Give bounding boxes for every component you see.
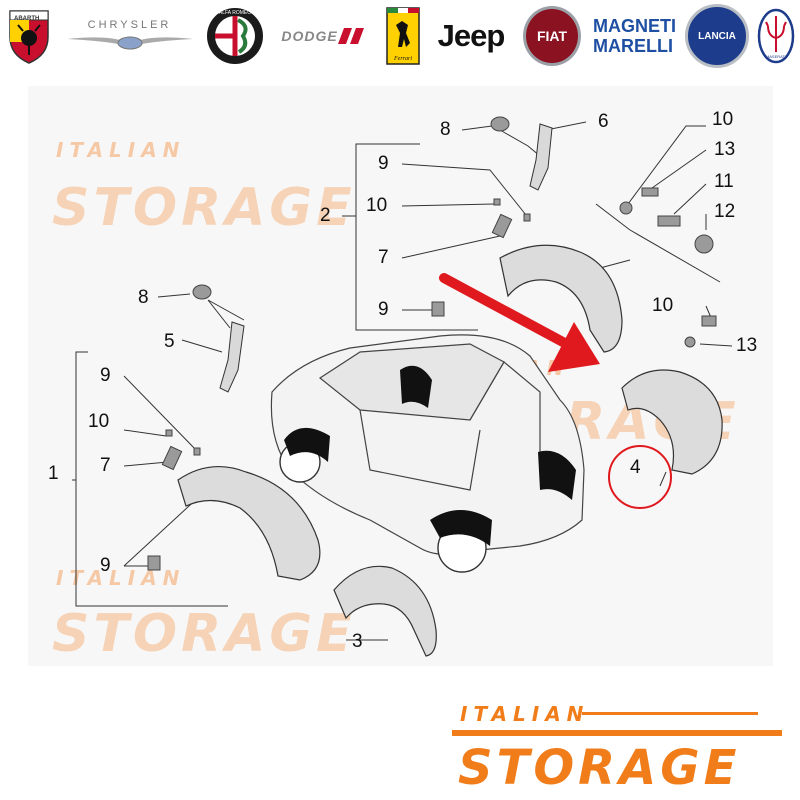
screw-10-lower-right	[701, 315, 717, 327]
lancia-logo: LANCIA	[684, 4, 750, 68]
screw-13-right	[641, 187, 659, 197]
maserati-trident-icon: MASERATI	[757, 8, 795, 64]
callout-1: 1	[48, 463, 59, 484]
jeep-logo: Jeep	[428, 6, 514, 66]
callout-10-right-top: 10	[712, 109, 734, 130]
callout-13-right-top: 13	[714, 139, 736, 160]
callout-7-group2: 7	[378, 247, 389, 268]
wheel-arch-liner-part-1	[177, 466, 321, 581]
callout-6: 6	[598, 111, 609, 132]
lancia-label: LANCIA	[698, 30, 736, 42]
svg-text:Ferrari: Ferrari	[393, 56, 412, 62]
footer-logo-line2: STORAGE	[458, 740, 741, 796]
fiat-label: FIAT	[536, 28, 568, 44]
brand-logo-strip: ABARTH CHRYSLER ALFA ROMEO DODGE	[0, 0, 800, 72]
nut-9-lower-group1	[147, 555, 161, 571]
wheel-arch-liner-part-3	[333, 565, 437, 657]
clip-8-top	[490, 116, 510, 132]
push-clip-12-right	[694, 234, 714, 254]
screw-10-group2	[493, 198, 501, 206]
nut-9-lower-group2	[431, 301, 445, 317]
dodge-stripes-icon	[337, 28, 364, 44]
watermark-bottom-line2: STORAGE	[52, 604, 356, 664]
svg-text:ALFA ROMEO: ALFA ROMEO	[219, 10, 251, 16]
abarth-scorpion-shield-icon	[9, 10, 49, 64]
fiat-badge-icon: FIAT	[523, 6, 581, 66]
chrysler-label: CHRYSLER	[87, 19, 172, 31]
bracket-part-6	[529, 123, 553, 191]
abarth-logo: ABARTH	[4, 6, 54, 66]
chrysler-logo: CHRYSLER	[62, 6, 197, 66]
chrysler-wings-icon	[66, 36, 193, 50]
plate-7-group2	[491, 213, 513, 239]
footer-logo-line1: ITALIAN	[460, 702, 590, 726]
wheel-arch-liner-part-2	[499, 244, 623, 353]
callout-10-right-bottom: 10	[652, 295, 674, 316]
nut-10-right	[619, 201, 633, 215]
callout-9-group1-bottom: 9	[100, 555, 111, 576]
jeep-wordmark: Jeep	[437, 18, 506, 53]
callout-13-right-bottom: 13	[736, 335, 758, 356]
italian-storage-footer-logo: ITALIAN STORAGE	[452, 700, 782, 796]
callout-9-group2-top: 9	[378, 153, 389, 174]
fiat-logo: FIAT	[523, 6, 581, 66]
wheel-arch-liner-part-4	[621, 369, 723, 475]
clip-8-left	[192, 284, 212, 300]
callout-10-group2: 10	[366, 195, 388, 216]
nut-13-lower-right	[684, 336, 696, 348]
dodge-logo: DODGE	[270, 6, 375, 66]
highlight-circle-part-4	[608, 445, 672, 509]
callout-2: 2	[320, 205, 331, 226]
nut-9-group2	[523, 213, 531, 222]
callout-7-group1: 7	[100, 455, 111, 476]
footer-logo-underline-long	[452, 730, 782, 736]
magneti-marelli-wordmark: MAGNETI MARELLI	[593, 16, 676, 56]
footer-logo-underline-short	[582, 712, 758, 715]
lancia-badge-icon: LANCIA	[685, 4, 749, 68]
callout-5: 5	[164, 331, 175, 352]
dodge-label: DODGE	[281, 28, 338, 44]
ferrari-logo: Ferrari	[384, 6, 422, 66]
bracket-group-2	[342, 143, 478, 331]
callout-11: 11	[714, 171, 734, 192]
callout-10-group1: 10	[88, 411, 110, 432]
abarth-label: ABARTH	[14, 16, 40, 22]
callout-8-left: 8	[138, 287, 149, 308]
watermark-top-line2: STORAGE	[52, 178, 356, 238]
svg-text:MASERATI: MASERATI	[766, 54, 786, 59]
alfa-romeo-logo: ALFA ROMEO	[204, 6, 266, 66]
callout-8-top: 8	[440, 119, 451, 140]
highlight-arrow	[439, 273, 600, 372]
callout-9-group2-bottom: 9	[378, 299, 389, 320]
bracket-part-5	[219, 321, 245, 393]
alfa-romeo-roundel-icon: ALFA ROMEO	[207, 8, 263, 64]
callout-4: 4	[630, 457, 641, 478]
plate-7-group1	[161, 445, 183, 471]
callout-9-group1-top: 9	[100, 365, 111, 386]
nut-9-group1	[193, 447, 201, 456]
ferrari-prancing-horse-icon: Ferrari	[386, 7, 420, 65]
watermark-top-line1: ITALIAN	[56, 138, 186, 162]
callout-12: 12	[714, 201, 736, 222]
bracket-group-1	[72, 351, 228, 607]
clip-11-right	[657, 215, 681, 227]
screw-10-group1	[165, 429, 173, 437]
callout-3: 3	[352, 631, 363, 652]
magneti-marelli-logo: MAGNETI MARELLI	[588, 6, 678, 66]
maserati-logo: MASERATI	[756, 6, 796, 66]
